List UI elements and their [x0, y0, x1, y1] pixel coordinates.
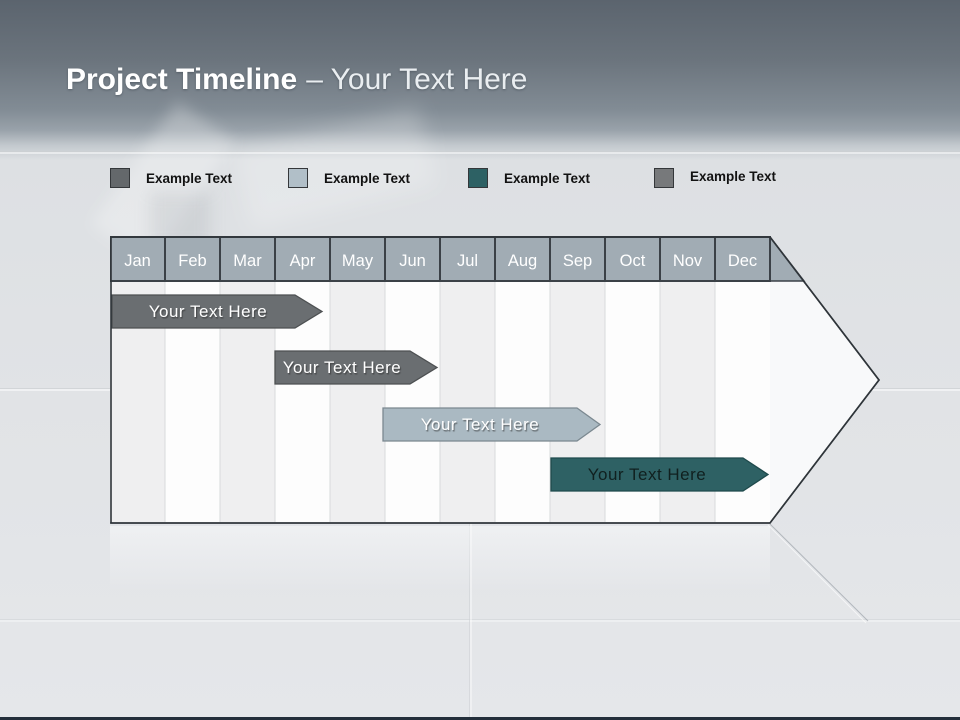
legend-swatch	[654, 168, 674, 188]
legend-label: Example Text	[324, 170, 411, 186]
bar-shape	[550, 457, 770, 492]
legend: Example Text Example Text Example Text E…	[0, 168, 960, 192]
legend-swatch	[110, 168, 130, 188]
bar-shape	[111, 294, 324, 329]
bottom-accent-bar	[0, 717, 960, 720]
month-label: Jul	[457, 252, 478, 270]
legend-item: Example Text	[468, 168, 590, 188]
timeline-diagram: Jan Feb Mar Apr May Jun Jul Aug Sep Oct Nov Dec You…	[110, 236, 880, 524]
gantt-bar-1: Your Text Here	[111, 294, 324, 329]
month-label: Aug	[508, 252, 537, 270]
title-suffix: – Your Text Here	[306, 63, 528, 96]
month-label: Dec	[728, 252, 757, 270]
month-label: Jan	[124, 252, 151, 270]
bar-label: Your Text Here	[421, 415, 540, 434]
bar-label: Your Text Here	[588, 465, 707, 484]
month-column	[330, 281, 385, 522]
month-column	[440, 281, 495, 522]
arrow-reflection-edge	[767, 524, 869, 624]
gantt-bar-2: Your Text Here	[274, 350, 439, 385]
tile-seam	[0, 151, 960, 154]
month-label: Nov	[673, 252, 703, 270]
tile-seam	[0, 619, 960, 622]
legend-swatch	[468, 168, 488, 188]
title-main: Project Timeline	[66, 63, 298, 96]
month-label: Mar	[233, 252, 262, 270]
arrow-outline	[110, 236, 880, 524]
legend-label: Example Text	[690, 168, 777, 184]
month-cell	[439, 236, 496, 282]
month-columns	[110, 281, 770, 522]
month-label: Apr	[290, 252, 316, 270]
month-label: Oct	[620, 252, 646, 270]
month-label: Jun	[399, 252, 426, 270]
legend-swatch	[288, 168, 308, 188]
month-header-row: Jan Feb Mar Apr May Jun Jul Aug Sep Oct Nov Dec	[110, 236, 771, 282]
legend-item: Example Text	[654, 168, 776, 188]
month-label: Feb	[178, 252, 206, 270]
bar-label: Your Text Here	[283, 358, 402, 377]
legend-label: Example Text	[504, 170, 591, 186]
arrow-reflection	[110, 526, 770, 592]
month-cell	[659, 236, 716, 282]
month-label: May	[342, 252, 374, 270]
gantt-bar-4: Your Text Here	[550, 457, 770, 492]
bar-label: Your Text Here	[149, 302, 268, 321]
gantt-bar-3: Your Text Here	[382, 407, 602, 442]
month-column	[495, 281, 550, 522]
month-column	[385, 281, 440, 522]
month-label: Sep	[563, 252, 592, 270]
legend-item: Example Text	[110, 168, 232, 188]
page-title: Project Timeline– Your Text Here	[66, 62, 527, 98]
bar-shape	[382, 407, 602, 442]
month-cell	[384, 236, 441, 282]
bar-shape	[274, 350, 439, 385]
legend-item: Example Text	[288, 168, 410, 188]
legend-label: Example Text	[146, 170, 233, 186]
